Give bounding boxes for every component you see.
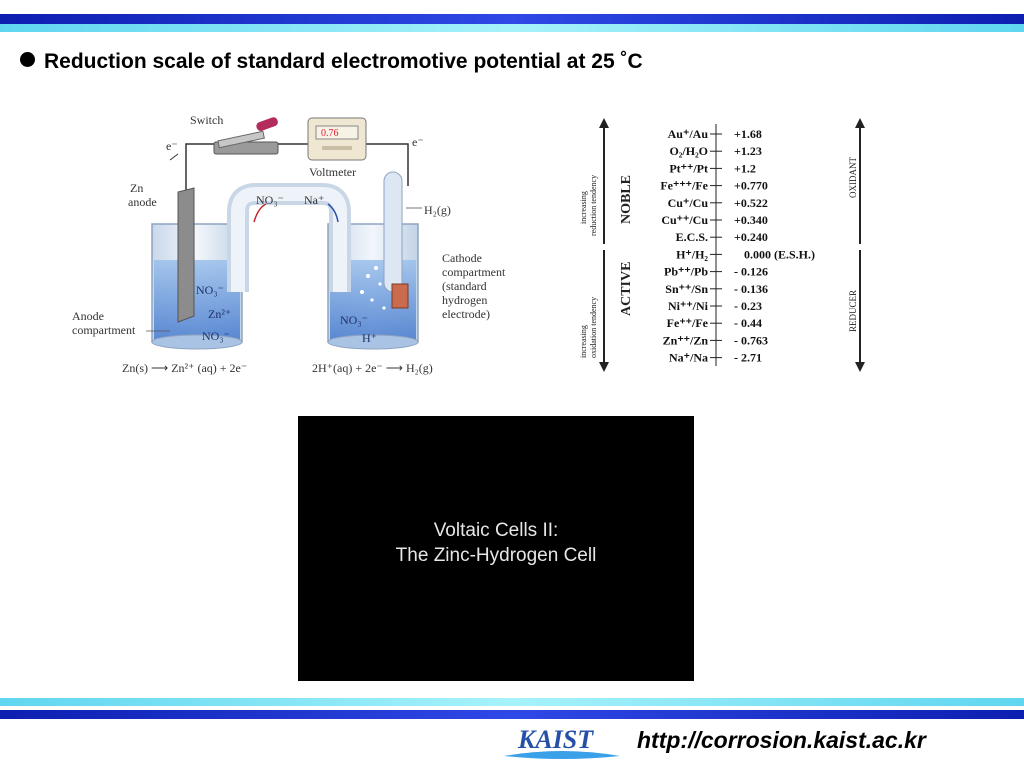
electron-left-label: e⁻ [166,139,178,153]
scale-couple: Sn⁺⁺/Sn [665,282,708,296]
scale-couple: O₂/H₂O [669,144,708,158]
voltmeter-icon: 0.76 [307,117,367,161]
anode-label-1: Anode [72,309,104,323]
zinc-hydrogen-cell-diagram: Switch 0.76 Voltmeter e⁻ e⁻ NO₃⁻ Na⁺ Zn … [72,113,506,375]
reaction-right: 2H⁺(aq) + 2e⁻ ⟶ H₂(g) [312,361,433,375]
right-no3-label: NO₃⁻ [340,313,368,327]
footer-band-light [0,698,1024,706]
oxidation-tendency-label-2: oxidation tendency [589,297,598,358]
video-player[interactable]: Voltaic Cells II: The Zinc-Hydrogen Cell [298,416,694,681]
cathode-label-2: compartment [442,265,506,279]
h2-gas-label: H₂(g) [424,203,451,217]
scale-couple: Cu⁺/Cu [668,196,709,210]
hydrogen-bubbles [360,266,386,310]
scale-couple: Ni⁺⁺/Ni [668,299,709,313]
switch-label: Switch [190,113,223,127]
sodium-arrow [327,203,339,223]
zn-anode-label-2: anode [128,195,157,209]
bridge-na-label: Na⁺ [304,193,324,207]
scale-couple: E.C.S. [676,230,708,244]
zn-anode-label-1: Zn [130,181,143,195]
video-caption-line-1: Voltaic Cells II: [433,520,559,541]
left-no3-bottom-label: NO₃⁻ [202,329,230,343]
video-caption: Voltaic Cells II: The Zinc-Hydrogen Cell [298,518,694,568]
oxidant-label: OXIDANT [848,157,858,198]
slide-title-text: Reduction scale of standard electromotiv… [44,50,643,73]
cathode-label-5: electrode) [442,307,490,321]
reduction-tendency-label-2: reduction tendency [589,175,598,236]
hydrogen-electrode-tube [383,171,403,293]
scale-potential: - 0.23 [734,299,762,313]
scale-potential: 0.000 (E.S.H.) [744,247,815,261]
nitrate-arrow [253,203,267,223]
electron-left-arrow [169,153,179,161]
logo-swoosh [504,751,620,759]
bridge-no3-label: NO₃⁻ [256,193,284,207]
reaction-left: Zn(s) ⟶ Zn²⁺ (aq) + 2e⁻ [122,361,247,375]
reduction-tendency-label-1: increasing [579,191,588,224]
scale-potential: - 0.136 [734,282,768,296]
wire-right [366,143,409,186]
zinc-electrode [177,187,195,323]
kaist-logo: KAIST [504,725,620,759]
kaist-logo-text: KAIST [517,725,594,754]
anode-label-2: compartment [72,323,136,337]
scale-couple: Pt⁺⁺/Pt [669,161,708,175]
scale-potential: +0.340 [734,213,768,227]
scale-couple: Pb⁺⁺/Pb [664,265,708,279]
platinum-electrode [391,283,409,309]
active-label: ACTIVE [619,262,634,316]
scale-couple: Fe⁺⁺/Fe [667,316,709,330]
video-caption-line-2: The Zinc-Hydrogen Cell [395,545,597,566]
cathode-label-4: hydrogen [442,293,487,307]
scale-couple: Na⁺/Na [669,351,708,365]
scale-potential: +0.770 [734,179,768,193]
scale-potential: +0.240 [734,230,768,244]
voltmeter-display: 0.76 [321,128,339,139]
scale-potential: +0.522 [734,196,768,210]
scale-couple: H⁺/H₂ [676,247,708,261]
scale-couple: Zn⁺⁺/Zn [663,333,709,347]
left-no3-top-label: NO₃⁻ [196,283,224,297]
scale-potential: - 0.126 [734,265,768,279]
scale-potential: - 0.44 [734,316,762,330]
footer-band-dark [0,710,1024,719]
cathode-label-3: (standard [442,279,487,293]
switch-icon [213,117,279,155]
header-band-dark [0,14,1024,24]
electron-right-label: e⁻ [412,135,424,149]
scale-couple: Au⁺/Au [668,127,709,141]
scale-potential: +1.68 [734,127,762,141]
voltmeter-label: Voltmeter [309,165,356,179]
wire-left [185,143,216,194]
cathode-label-1: Cathode [442,251,482,265]
oxidation-tendency-label-1: increasing [579,325,588,358]
header-band-light [0,24,1024,32]
scale-couple: Fe⁺⁺⁺/Fe [660,179,708,193]
reducer-label: REDUCER [848,290,858,332]
footer-url[interactable]: http://corrosion.kaist.ac.kr [637,727,926,753]
scale-potential: +1.23 [734,144,762,158]
h-ion-label: H⁺ [362,331,377,345]
bullet-icon [20,52,35,67]
slide-title: Reduction scale of standard electromotiv… [20,50,643,74]
scale-potential: +1.2 [734,161,756,175]
zn2-ion-label: Zn²⁺ [208,307,231,321]
noble-label: NOBLE [619,175,634,224]
scale-couple: Cu⁺⁺/Cu [661,213,708,227]
scale-potential: - 2.71 [734,351,762,365]
salt-bridge [227,183,351,292]
scale-potential: - 0.763 [734,333,768,347]
